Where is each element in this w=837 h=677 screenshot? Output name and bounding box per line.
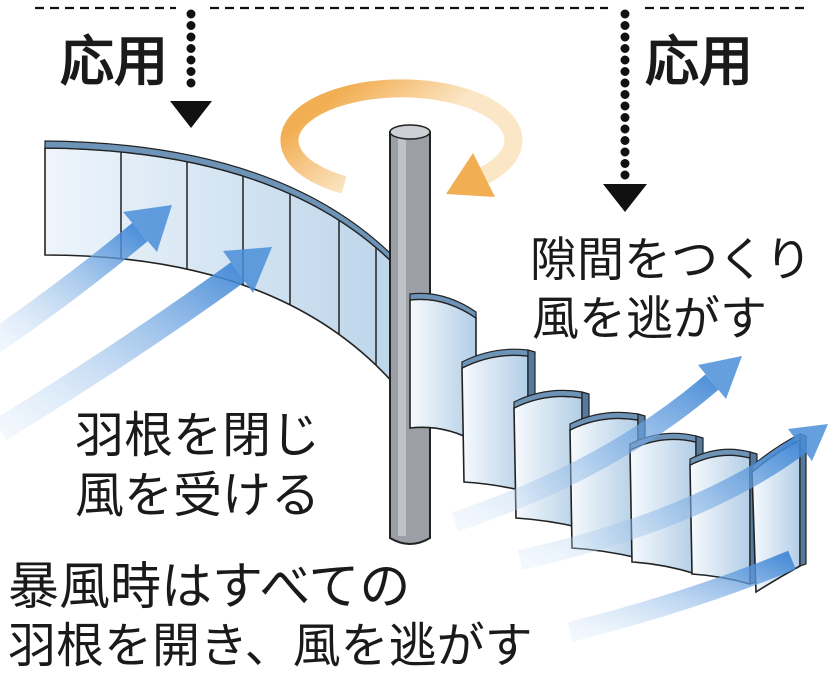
storm-caption-line1: 暴風時はすべての [8,558,410,617]
wind-arrow-left-upper [0,222,148,353]
wind-arrowhead [223,247,272,293]
wind-arrow-left-lower [0,262,246,441]
pole-top [389,124,431,140]
closed-caption-line1: 羽根を閉じ [75,407,320,464]
wind-arrow-right-middle [517,436,806,570]
apply-label-right: 応用 [645,30,753,93]
open-blade-row [409,292,807,594]
guide-arrowhead-right [603,184,647,212]
wind-arrow-right-upper [451,374,719,532]
blade-rim [409,292,477,320]
guide-arrowhead-left [170,101,212,128]
rotation-arrow [280,79,523,194]
wind-arrowhead [788,424,828,461]
storm-caption-line2: 羽根を開き、風を逃がす [8,618,533,674]
wind-arrow-right-lower [567,550,796,642]
wind-arrowhead [123,205,172,252]
closed-caption-line2: 風を受ける [75,467,320,524]
pole-highlight [398,136,406,536]
rotation-arrowhead [446,153,495,197]
gap-caption-line1: 隙間をつくり [530,233,812,288]
gap-caption-line2: 風を逃がす [532,292,767,347]
wind-arrowhead [698,356,742,399]
apply-label-left: 応用 [60,30,168,93]
